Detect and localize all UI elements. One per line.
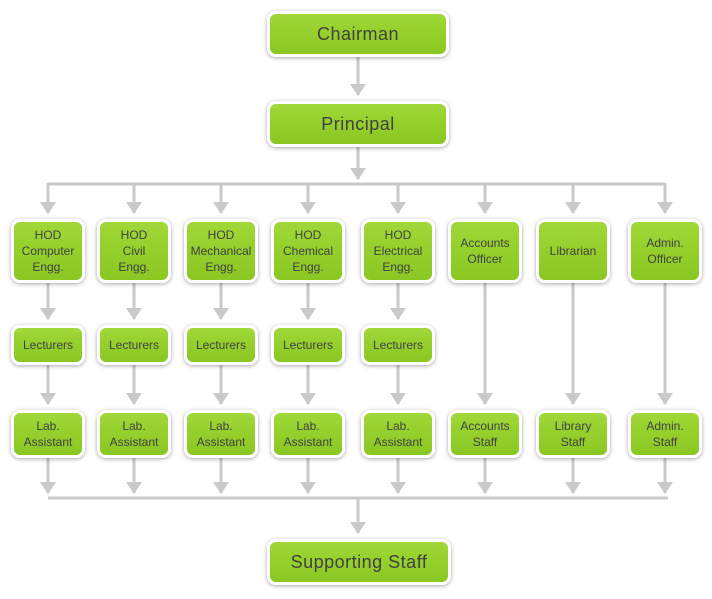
node-supporting-staff: Supporting Staff bbox=[267, 539, 451, 585]
node-lab-assistant-civil: Lab. Assistant bbox=[97, 410, 171, 458]
node-library-staff: Library Staff bbox=[536, 410, 610, 458]
node-chairman: Chairman bbox=[267, 11, 449, 57]
node-hod-mechanical: HOD Mechanical Engg. bbox=[184, 219, 258, 283]
node-admin-officer: Admin. Officer bbox=[628, 219, 702, 283]
node-lecturers-civil: Lecturers bbox=[97, 325, 171, 365]
node-hod-civil: HOD Civil Engg. bbox=[97, 219, 171, 283]
node-librarian: Librarian bbox=[536, 219, 610, 283]
node-accounts-officer: Accounts Officer bbox=[448, 219, 522, 283]
node-principal: Principal bbox=[267, 101, 449, 147]
node-lab-assistant-chemical: Lab. Assistant bbox=[271, 410, 345, 458]
node-lab-assistant-mechanical: Lab. Assistant bbox=[184, 410, 258, 458]
node-admin-staff: Admin. Staff bbox=[628, 410, 702, 458]
node-lab-assistant-computer: Lab. Assistant bbox=[11, 410, 85, 458]
node-hod-chemical: HOD Chemical Engg. bbox=[271, 219, 345, 283]
node-lecturers-chemical: Lecturers bbox=[271, 325, 345, 365]
node-lab-assistant-electrical: Lab. Assistant bbox=[361, 410, 435, 458]
node-lecturers-mechanical: Lecturers bbox=[184, 325, 258, 365]
node-hod-computer: HOD Computer Engg. bbox=[11, 219, 85, 283]
node-lecturers-electrical: Lecturers bbox=[361, 325, 435, 365]
node-hod-electrical: HOD Electrical Engg. bbox=[361, 219, 435, 283]
node-lecturers-computer: Lecturers bbox=[11, 325, 85, 365]
node-accounts-staff: Accounts Staff bbox=[448, 410, 522, 458]
